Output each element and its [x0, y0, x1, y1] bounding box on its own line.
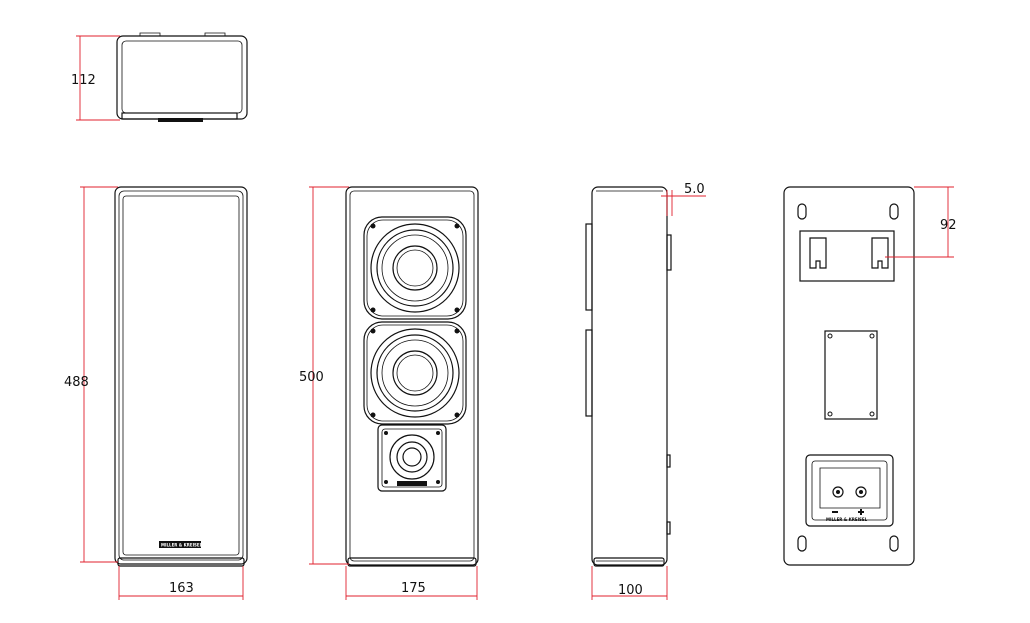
tweeter — [377, 424, 447, 492]
dim-back-mount: 92 — [885, 186, 957, 258]
front-driver-view — [345, 186, 479, 567]
top-view — [116, 32, 248, 122]
dim-label-5-0: 5.0 — [684, 182, 705, 197]
dim-side-height: 488 — [64, 186, 118, 563]
brand-badge-text: MILLER & KREISEL — [161, 543, 203, 548]
side-grille-view: MILLER & KREISEL — [114, 186, 248, 567]
dim-label-163: 163 — [169, 581, 194, 596]
woofer-lower — [363, 321, 467, 425]
dim-front-height: 500 — [299, 186, 349, 565]
dim-label-500: 500 — [299, 370, 324, 385]
dim-label-175: 175 — [401, 581, 426, 596]
profile-view — [585, 186, 672, 567]
back-view: MILLER & KREISEL — [783, 186, 915, 566]
dim-profile-depth: 100 — [591, 566, 668, 600]
dim-side-width: 163 — [118, 566, 244, 600]
dim-label-100: 100 — [618, 583, 643, 598]
brand-badge — [159, 541, 201, 548]
dim-label-112: 112 — [71, 73, 96, 88]
dim-front-width: 175 — [345, 566, 478, 600]
dim-top-depth: 112 — [71, 35, 120, 121]
dim-profile-offset: 5.0 — [661, 182, 706, 216]
dim-label-488: 488 — [64, 375, 89, 390]
back-brand-label: MILLER & KREISEL — [826, 517, 868, 522]
dim-label-92: 92 — [940, 218, 957, 233]
woofer-upper — [363, 216, 467, 320]
